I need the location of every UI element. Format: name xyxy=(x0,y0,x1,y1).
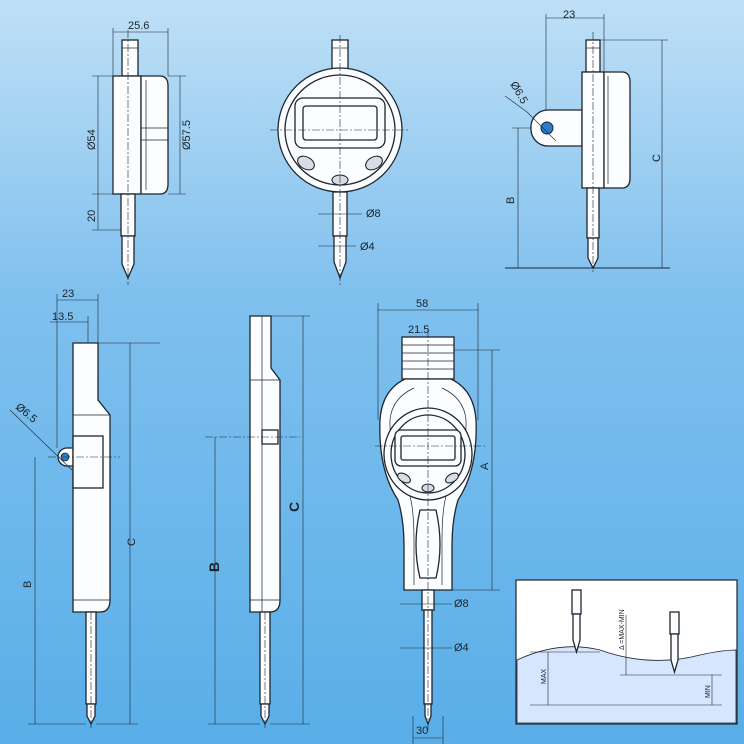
bezel xyxy=(140,75,169,195)
dim-25.6: 25.6 xyxy=(128,20,149,32)
view-front-2: Ø8 Ø4 xyxy=(270,35,410,285)
dim-C: C xyxy=(286,502,302,512)
dim-C: C xyxy=(126,538,138,546)
dim-23: 23 xyxy=(563,9,575,21)
dim-dia4: Ø4 xyxy=(360,241,375,253)
dim-B: B xyxy=(206,562,222,572)
dim-dia54: Ø54 xyxy=(86,129,98,150)
dim-dia8: Ø8 xyxy=(366,208,381,220)
probe-b-tip xyxy=(670,633,679,675)
dim-21.5: 21.5 xyxy=(408,324,429,336)
inset-max-min: Δ =MAX-MIN MAX MIN xyxy=(515,579,738,725)
dim-dia4: Ø4 xyxy=(454,642,469,654)
dim-58: 58 xyxy=(416,298,428,310)
dim-B: B xyxy=(505,197,517,204)
lug-hole xyxy=(540,121,554,135)
view-side-1: 25.6 Ø54 Ø57.5 20 xyxy=(86,20,193,285)
stem-cap xyxy=(121,39,139,77)
button-left xyxy=(297,155,315,171)
probe-b-body xyxy=(669,611,680,635)
button-right xyxy=(365,155,383,171)
max-label: MAX xyxy=(541,669,548,685)
lug-block xyxy=(72,435,104,489)
surface xyxy=(516,646,737,724)
min-label: MIN xyxy=(705,685,712,698)
view-side-5: B C xyxy=(205,315,310,728)
view-front-6: 58 21.5 A Ø8 Ø4 30 xyxy=(375,298,500,744)
button-right xyxy=(445,472,459,484)
button-left xyxy=(397,472,411,484)
dim-dia6.5: Ø6.5 xyxy=(507,80,529,107)
dim-dia6.5: Ø6.5 xyxy=(13,401,39,426)
view-side-3: 23 Ø6.5 B C xyxy=(504,9,670,272)
dim-dia8: Ø8 xyxy=(454,598,469,610)
dim-A: A xyxy=(479,462,491,470)
dim-C: C xyxy=(651,154,663,162)
dim-dia57.5: Ø57.5 xyxy=(181,120,193,150)
body-tall xyxy=(249,315,281,613)
dim-23: 23 xyxy=(62,288,74,300)
body-block xyxy=(112,75,142,195)
lug xyxy=(530,109,583,147)
delta-label: Δ =MAX-MIN xyxy=(619,609,626,650)
view-side-4: 23 13.5 Ø6.5 C B xyxy=(9,288,160,728)
bezel xyxy=(603,71,631,189)
probe-a-body xyxy=(571,589,582,615)
dim-13.5: 13.5 xyxy=(52,311,73,323)
probe-a-tip xyxy=(572,613,581,655)
dim-30: 30 xyxy=(416,725,428,737)
dim-20: 20 xyxy=(86,210,98,222)
dim-B: B xyxy=(22,581,34,588)
